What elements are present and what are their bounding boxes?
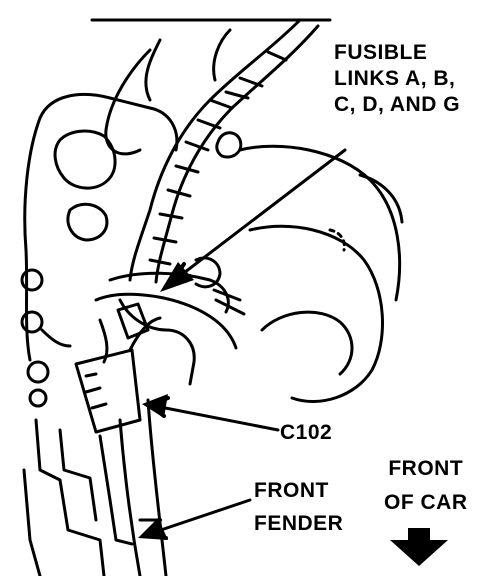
label-front-fender: FRONT FENDER (254, 474, 343, 540)
label-front-line-2: OF CAR (384, 491, 468, 514)
label-fusible-line-2: LINKS A, B, (334, 67, 456, 90)
leader-fender (144, 498, 252, 537)
label-c102: C102 (280, 421, 333, 444)
fender-outline (34, 418, 106, 576)
label-fender-line-2: FENDER (254, 512, 344, 535)
label-fusible-links: FUSIBLE LINKS A, B, C, D, AND G (334, 40, 460, 118)
label-fusible-line-3: C, D, AND G (334, 93, 461, 116)
bolt (215, 131, 243, 159)
arrow-down-icon (390, 528, 448, 566)
label-front-of-car: FRONT OF CAR (384, 452, 468, 520)
leader-fusible-links (170, 148, 347, 284)
fusible-link-junction (108, 271, 230, 314)
label-fender-line-1: FRONT (254, 479, 329, 502)
label-fusible-line-1: FUSIBLE (334, 41, 428, 64)
c102-connector (116, 302, 150, 340)
leader-c102 (148, 403, 280, 432)
strut-tower-outline (38, 92, 179, 152)
wiring-harness (128, 18, 302, 282)
label-front-line-1: FRONT (388, 457, 464, 480)
